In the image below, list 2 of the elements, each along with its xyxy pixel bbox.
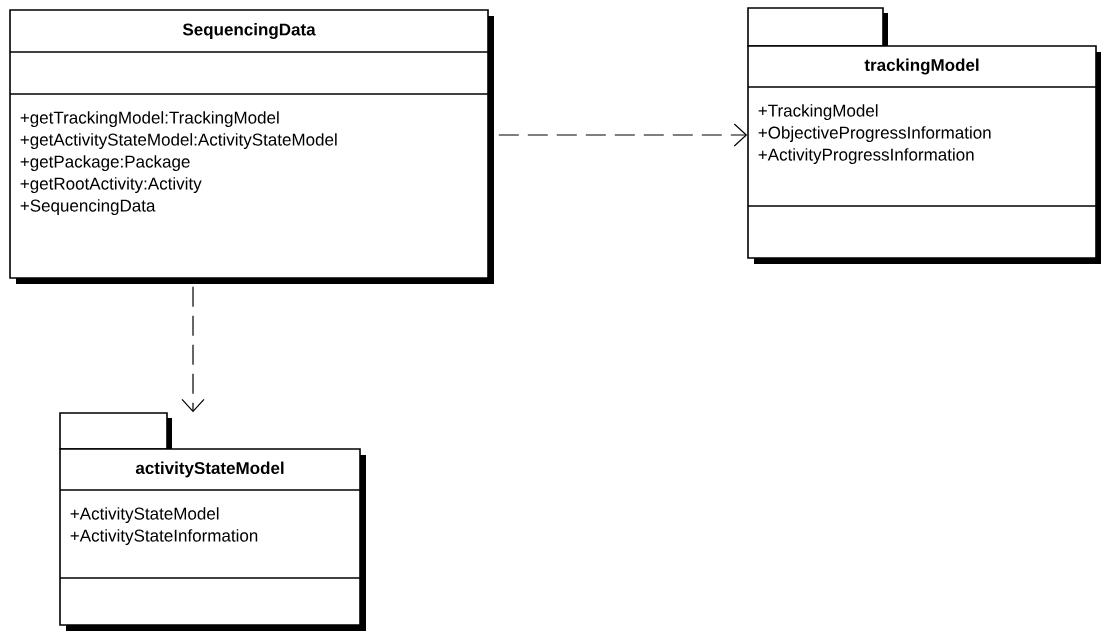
dependency-arrow (181, 286, 205, 413)
dependency-arrow (498, 123, 748, 147)
